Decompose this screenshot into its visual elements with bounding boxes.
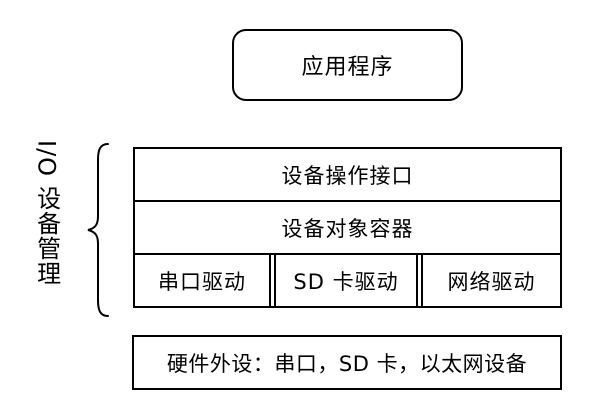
sd-card-driver-label: SD 卡驱动 xyxy=(293,269,399,294)
serial-driver-cell: 串口驱动 xyxy=(135,255,271,306)
network-driver-cell: 网络驱动 xyxy=(421,255,560,306)
device-interface-row: 设备操作接口 xyxy=(135,149,560,202)
driver-row: 串口驱动 SD 卡驱动 网络驱动 xyxy=(135,255,560,306)
serial-driver-label: 串口驱动 xyxy=(158,269,246,294)
network-driver-label: 网络驱动 xyxy=(447,269,536,294)
io-device-management-label: I/O 设备管理 xyxy=(32,140,61,286)
application-label: 应用程序 xyxy=(301,55,394,80)
application-box: 应用程序 xyxy=(232,29,463,101)
device-interface-label: 设备操作接口 xyxy=(281,163,414,188)
sd-card-driver-cell: SD 卡驱动 xyxy=(274,255,418,306)
hardware-peripherals-label: 硬件外设：串口，SD 卡，以太网设备 xyxy=(166,351,528,376)
hardware-peripherals-box: 硬件外设：串口，SD 卡，以太网设备 xyxy=(132,335,562,390)
device-container-label: 设备对象容器 xyxy=(281,216,414,241)
io-layer-stack: 设备操作接口 设备对象容器 串口驱动 SD 卡驱动 网络驱动 xyxy=(133,147,562,308)
left-curly-brace xyxy=(87,143,109,317)
device-container-row: 设备对象容器 xyxy=(135,202,560,255)
